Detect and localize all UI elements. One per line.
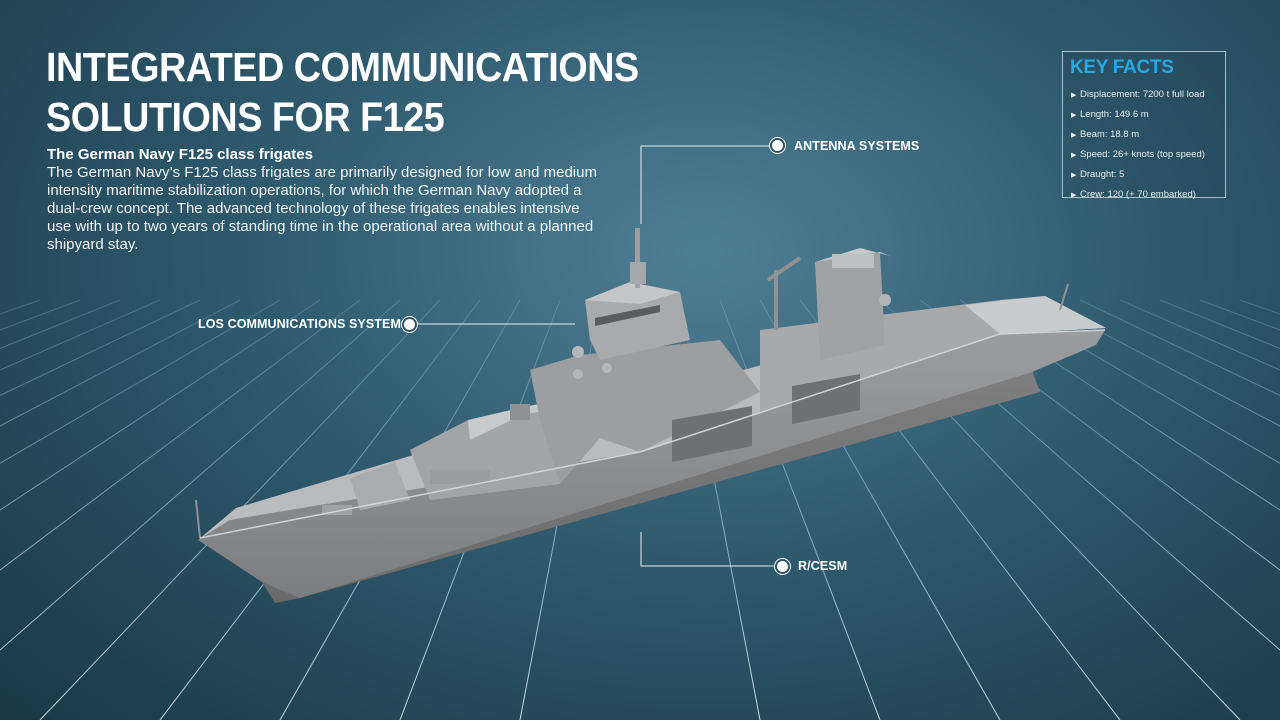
- triangle-right-icon: ▶: [1071, 92, 1077, 99]
- callout-los-communications: LOS COMMUNICATIONS SYSTEM: [198, 317, 401, 331]
- triangle-right-icon: ▶: [1071, 132, 1077, 139]
- page-title-line-2: SOLUTIONS FOR F125: [46, 94, 445, 140]
- callout-rcesm: R/CESM: [798, 559, 848, 573]
- key-fact-item: ▶Speed: 26+ knots (top speed): [1071, 145, 1205, 165]
- key-fact-item: ▶Length: 149.6 m: [1071, 105, 1205, 125]
- triangle-right-icon: ▶: [1071, 112, 1077, 119]
- ship-hull: [195, 228, 1106, 603]
- key-fact-item: ▶Beam: 18.8 m: [1071, 125, 1205, 145]
- callout-marker-icon: [777, 561, 788, 572]
- intro-heading: The German Navy F125 class frigates: [47, 146, 313, 163]
- intro-body: The German Navy’s F125 class frigates ar…: [47, 164, 597, 253]
- key-fact-item: ▶Crew: 120 (+ 70 embarked): [1071, 185, 1205, 205]
- triangle-right-icon: ▶: [1071, 192, 1077, 199]
- key-fact-item: ▶Displacement: 7200 t full load: [1071, 85, 1205, 105]
- key-fact-item: ▶Draught: 5: [1071, 165, 1205, 185]
- callout-lines: [407, 145, 780, 567]
- triangle-right-icon: ▶: [1071, 172, 1077, 179]
- callout-marker-icon: [772, 140, 783, 151]
- callout-marker-icon: [404, 319, 415, 330]
- key-facts-heading: KEY FACTS: [1070, 57, 1174, 78]
- key-facts-list: ▶Displacement: 7200 t full load ▶Length:…: [1071, 85, 1205, 205]
- triangle-right-icon: ▶: [1071, 152, 1077, 159]
- page-title-line-1: INTEGRATED COMMUNICATIONS: [46, 44, 639, 90]
- key-facts-panel: KEY FACTS ▶Displacement: 7200 t full loa…: [1062, 51, 1226, 200]
- page-title: INTEGRATED COMMUNICATIONS SOLUTIONS FOR …: [46, 42, 639, 142]
- callout-antenna-systems: ANTENNA SYSTEMS: [794, 139, 920, 153]
